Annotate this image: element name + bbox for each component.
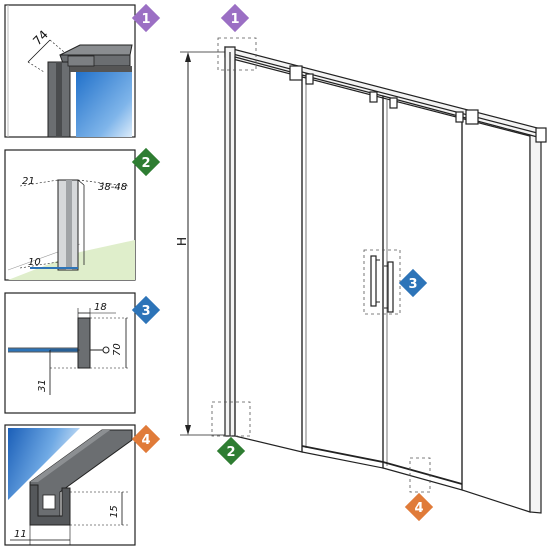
detail-panel-2: 21 38-48 10 [4,149,136,281]
detail-2-dim-b: 38-48 [98,182,127,193]
detail-panel-3: 18 70 31 [4,292,136,414]
svg-text:3: 3 [141,304,150,319]
detail-4-dim-b: 15 [109,505,120,518]
marker-2-left: 2 [131,147,161,177]
svg-text:1: 1 [141,12,150,27]
svg-text:1: 1 [230,12,239,27]
marker-4-left: 4 [131,424,161,454]
detail-4-dim-a: 11 [14,529,27,540]
detail-3-dim-b: 70 [112,343,123,356]
detail-panel-4: 11 15 [4,424,136,546]
marker-4-main: 4 [404,492,434,522]
svg-text:3: 3 [408,277,417,292]
marker-3-left: 3 [131,295,161,325]
detail-2-dim-c: 10 [28,257,41,268]
detail-2-dim-a: 21 [22,176,35,187]
height-label: H [175,237,189,246]
marker-2-main: 2 [216,436,246,466]
marker-1-main: 1 [220,3,250,33]
detail-3-dim-c: 31 [37,379,48,392]
detail-panel-1: 74 [4,4,136,138]
svg-text:2: 2 [226,445,235,460]
detail-3-dim-a: 18 [94,302,107,313]
shower-door-main [180,46,547,514]
svg-text:4: 4 [141,433,150,448]
marker-1-left: 1 [131,3,161,33]
svg-text:2: 2 [141,156,150,171]
svg-text:4: 4 [414,501,423,516]
marker-3-main: 3 [398,268,428,298]
